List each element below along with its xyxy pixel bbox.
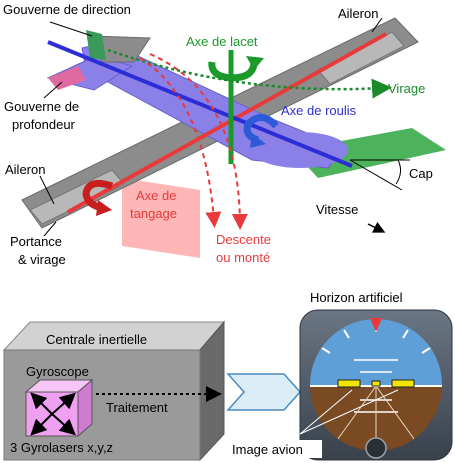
yaw-arrowhead xyxy=(246,56,264,70)
bank-pointer xyxy=(370,318,382,332)
rudder-label: Gouverne de direction xyxy=(3,2,131,17)
turn-path xyxy=(107,48,392,99)
aircraft-image-label: Image avion xyxy=(232,442,303,457)
gyroscope-label: Gyroscope xyxy=(26,364,89,379)
gyro-axis-2 xyxy=(51,392,76,415)
speed-arrow xyxy=(367,221,386,233)
descent-label-1: Descente xyxy=(216,232,271,247)
roll-arrowhead xyxy=(250,134,266,148)
adjust-knob xyxy=(365,437,387,459)
pitch-plane xyxy=(122,178,200,258)
pitch-axis-line xyxy=(67,32,387,214)
aileron-top-leader xyxy=(371,17,383,33)
yaw-axis-label: Axe de lacet xyxy=(186,34,258,49)
heading-label: Cap xyxy=(409,166,433,181)
descent-path-2 xyxy=(149,53,248,230)
elevator-label-1: Gouverne de xyxy=(4,99,79,114)
roll-axis-label: Axe de roulis xyxy=(281,103,357,118)
gyro-axis-1 xyxy=(30,392,53,415)
rudder-leader xyxy=(49,21,93,37)
rudder xyxy=(86,30,106,60)
aircraft-symbol xyxy=(337,379,415,388)
roll-axis-line xyxy=(47,40,353,168)
pitch-arrowhead xyxy=(96,200,112,216)
speed-label: Vitesse xyxy=(316,202,358,217)
gyrolasers-label: 3 Gyrolasers x,y,z xyxy=(10,440,113,455)
gyro-axis-4 xyxy=(51,413,76,436)
elevator-label-2: profondeur xyxy=(12,117,76,132)
elevator xyxy=(48,66,86,90)
yaw-rotation-arrow xyxy=(208,61,258,82)
turn-label: Virage xyxy=(388,81,425,96)
pitch-axis-label-1: Axe de xyxy=(136,188,176,203)
fuselage-nose xyxy=(252,132,348,168)
inertial-unit-label: Centrale inertielle xyxy=(46,332,147,347)
pitch-rotation-arrow xyxy=(82,179,114,212)
aircraft-image-leader-2 xyxy=(299,389,399,435)
heading-line xyxy=(349,159,403,191)
elevator-leader xyxy=(43,81,63,99)
gyro-axis-3 xyxy=(30,413,53,436)
lift-leader xyxy=(43,221,57,237)
aircraft-image-leader-1 xyxy=(299,389,353,435)
signal-chevron xyxy=(226,373,302,411)
aircraft-image-label-bg xyxy=(228,440,322,458)
lift-label-2: & virage xyxy=(18,252,66,267)
roll-rotation-arrow xyxy=(243,114,279,144)
aileron-top-label: Aileron xyxy=(338,6,378,21)
descent-path-1 xyxy=(139,57,222,228)
lift-label-1: Portance xyxy=(10,234,62,249)
heading-arc xyxy=(395,159,402,185)
descent-label-2: ou monté xyxy=(216,250,270,265)
horizon-title: Horizon artificiel xyxy=(310,290,403,305)
aileron-left-leader xyxy=(39,175,55,205)
processing-label: Traitement xyxy=(106,400,168,415)
aileron-left-label: Aileron xyxy=(5,162,45,177)
pitch-axis-label-2: tangage xyxy=(130,206,177,221)
